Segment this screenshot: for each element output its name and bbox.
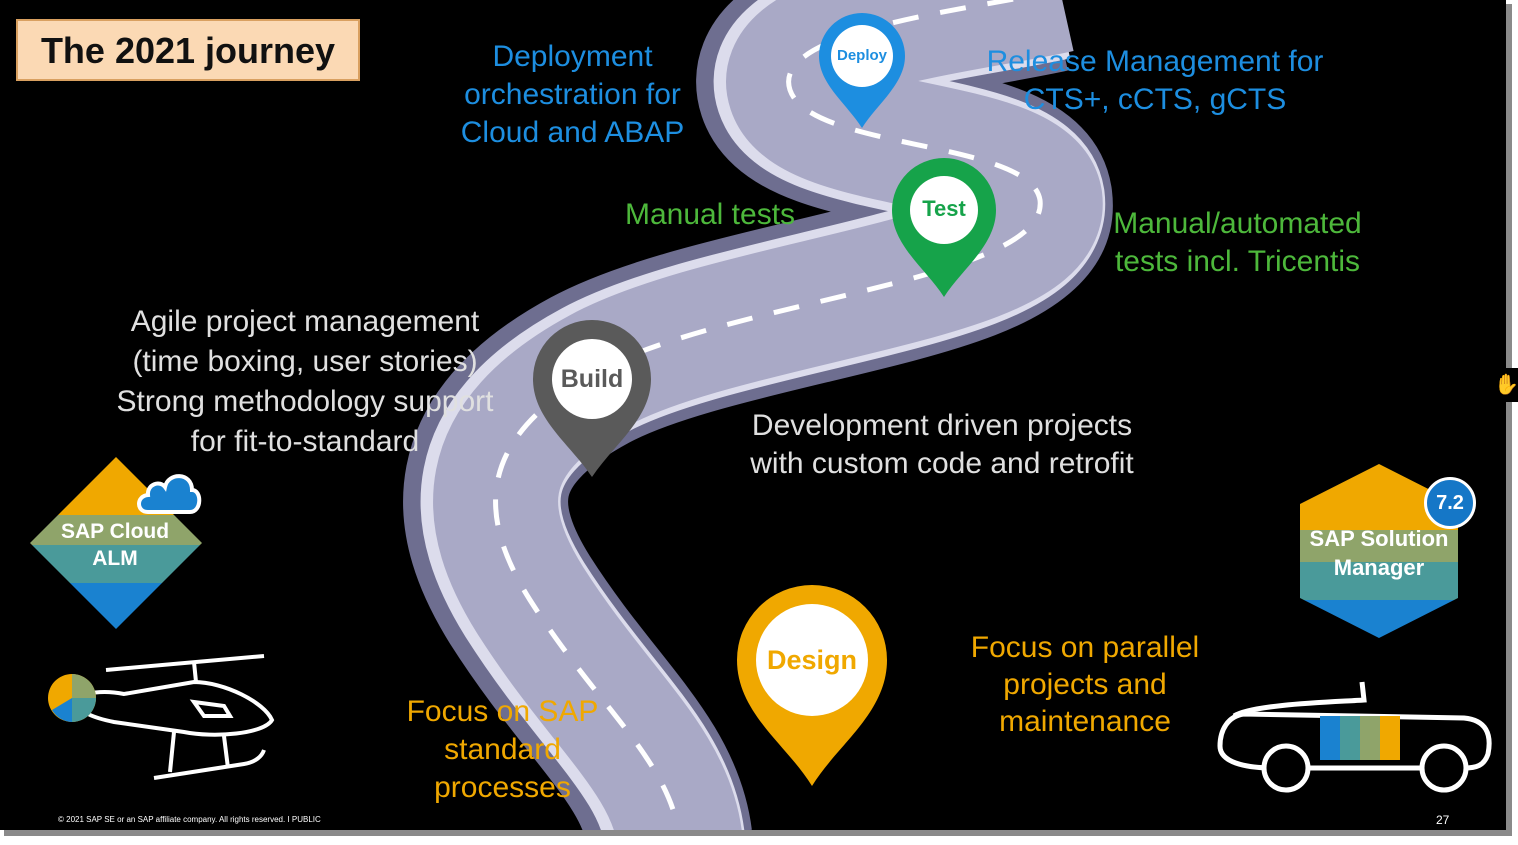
copyright-footer: © 2021 SAP SE or an SAP affiliate compan… (58, 815, 321, 824)
title-box: The 2021 journey (16, 19, 360, 81)
slide-title: The 2021 journey (40, 30, 336, 71)
solman-badge-label: SAP Solution Manager (1298, 524, 1460, 582)
text-line: Manual/automated (1113, 207, 1362, 240)
text-line: projects and (1003, 668, 1167, 701)
text-line: Release Management for (986, 45, 1324, 78)
solman-deploy-text: Release Management for CTS+, cCTS, gCTS (960, 43, 1350, 119)
solman-build-text: Development driven projects with custom … (712, 407, 1172, 483)
badge-line: Manager (1333, 555, 1425, 580)
text-line: Focus on SAP (406, 695, 599, 728)
build-pin-label: Build (560, 365, 624, 393)
text-line: Strong methodology support (116, 385, 494, 418)
convertible-car-icon (1217, 681, 1492, 793)
cloud-alm-badge-label: SAP Cloud ALM (40, 518, 190, 572)
design-pin-icon (737, 585, 887, 786)
badge-line: SAP Solution (1309, 526, 1449, 551)
solman-design-text: Focus on parallel projects and maintenan… (950, 629, 1220, 740)
cloud-icon (137, 474, 202, 514)
badge-line: SAP Cloud (60, 520, 170, 543)
text-line: Focus on parallel (970, 631, 1200, 664)
slide-shadow-right (1506, 4, 1512, 834)
cloud-alm-deploy-text: Deployment orchestration for Cloud and A… (440, 38, 705, 152)
helicopter-icon (48, 654, 275, 780)
cloud-alm-build-text: Agile project management (time boxing, u… (90, 302, 520, 462)
text-line: standard (444, 733, 561, 766)
text-line: Development driven projects (751, 409, 1133, 442)
text-line: (time boxing, user stories) (132, 345, 478, 378)
road-illustration (403, 0, 1113, 830)
page-number: 27 (1436, 813, 1450, 827)
text-line: for fit-to-standard (190, 425, 420, 458)
text-line: Deployment (492, 40, 653, 73)
text-line: Cloud and ABAP (460, 116, 685, 149)
cloud-alm-design-text: Focus on SAP standard processes (380, 693, 625, 807)
text-line: maintenance (999, 705, 1171, 738)
slide: The 2021 journey Deployment orchestratio… (0, 0, 1506, 830)
deploy-pin-label: Deploy (836, 47, 887, 64)
slide-shadow-bottom (4, 830, 1512, 836)
text-line: with custom code and retrofit (750, 447, 1134, 480)
text-line: CTS+, cCTS, gCTS (1023, 83, 1287, 116)
cloud-alm-test-text: Manual tests (610, 196, 810, 234)
build-pin-icon (533, 320, 651, 477)
badge-line: ALM (92, 547, 138, 570)
text-line: Manual tests (624, 198, 796, 231)
hand-cursor-icon[interactable]: ✋ (1494, 368, 1518, 402)
road-surface (433, 0, 1103, 830)
text-line: tests incl. Tricentis (1114, 245, 1361, 278)
solman-version-badge: 7.2 (1424, 477, 1476, 529)
test-pin-label: Test (922, 196, 966, 221)
test-pin-icon (892, 158, 996, 297)
design-pin-label: Design (766, 645, 858, 675)
cloud-alm-badge-icon (30, 457, 202, 629)
deploy-pin-icon (819, 13, 905, 128)
text-line: orchestration for (464, 78, 681, 111)
text-line: Agile project management (130, 305, 480, 338)
solman-test-text: Manual/automated tests incl. Tricentis (1095, 205, 1380, 281)
text-line: processes (434, 771, 571, 804)
solman-badge-icon (1300, 464, 1458, 638)
